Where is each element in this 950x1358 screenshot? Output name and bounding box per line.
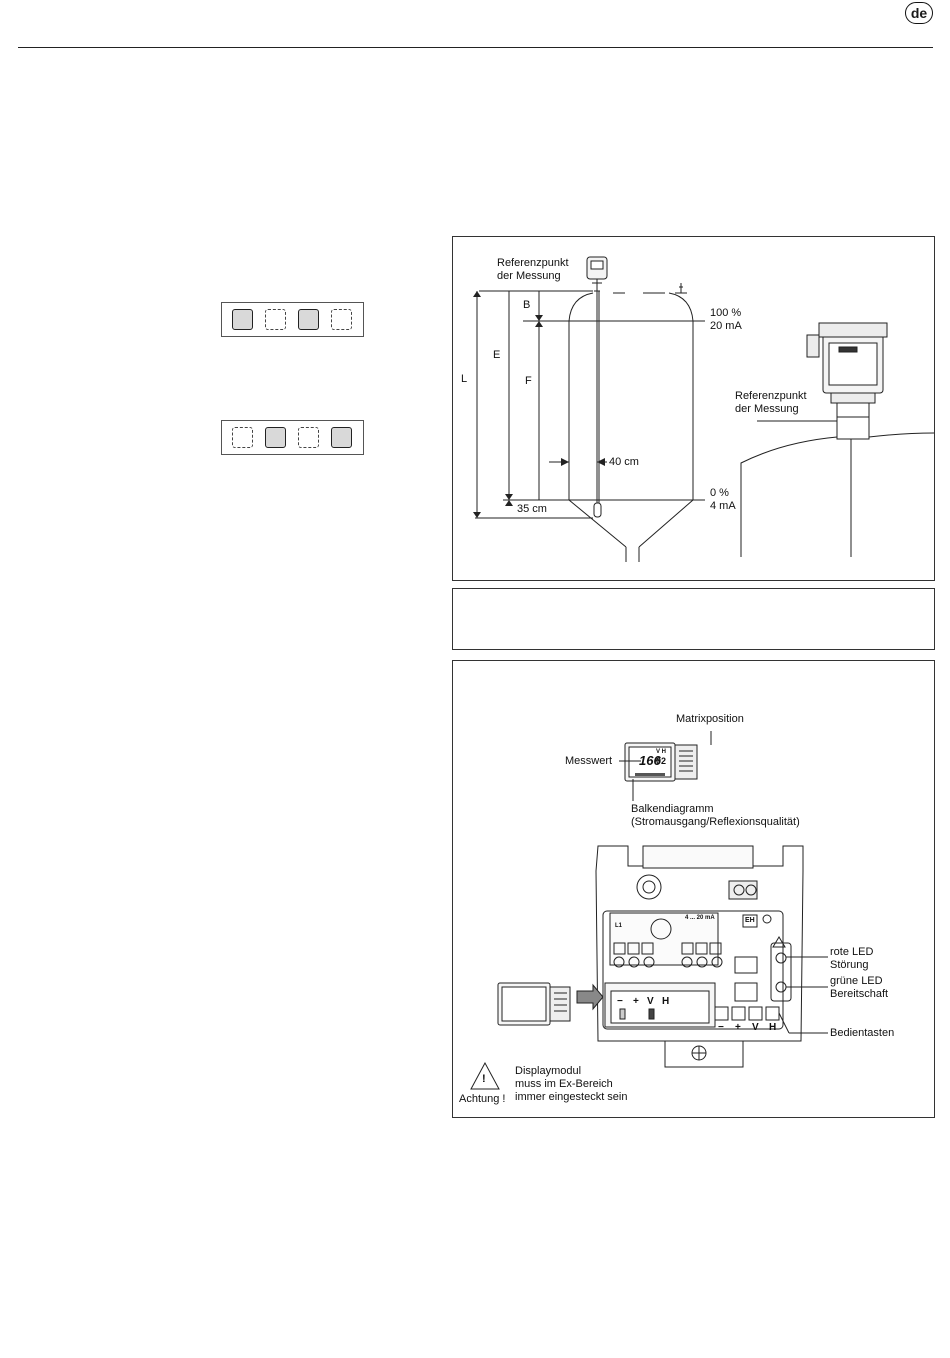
empty-current-label: 4 mA xyxy=(710,500,736,512)
dimension-b-label: B xyxy=(523,299,531,311)
dimension-e-label: E xyxy=(493,349,501,361)
warning-text-3: immer eingesteckt sein xyxy=(515,1091,628,1103)
language-badge: de xyxy=(905,2,933,24)
module-key-plus: + xyxy=(633,996,639,1007)
key-v-label: V xyxy=(752,1022,759,1033)
reference-point-label: Referenzpunkt xyxy=(497,257,569,269)
reference-point-label-2: der Messung xyxy=(497,270,561,282)
red-led-label: rote LED xyxy=(830,946,874,958)
full-percent-label: 100 % xyxy=(710,307,742,319)
bar-graph-label: Balkendiagramm xyxy=(631,803,714,815)
key-dashed xyxy=(298,427,319,448)
empty-percent-label: 0 % xyxy=(710,487,729,499)
key-diagram-2 xyxy=(221,420,364,455)
dimension-l-label: L xyxy=(461,373,468,385)
green-led-meaning: Bereitschaft xyxy=(830,988,889,1000)
electronics-drawing xyxy=(470,731,828,1090)
key-dashed xyxy=(232,427,253,448)
key-solid xyxy=(265,427,286,448)
key-h-label: H xyxy=(769,1022,777,1033)
key-diagram-1 xyxy=(221,302,364,337)
key-dashed xyxy=(265,309,286,330)
matrix-position-label: Matrixposition xyxy=(676,713,744,725)
red-led-meaning: Störung xyxy=(830,959,869,971)
key-dashed xyxy=(331,309,352,330)
measured-value-label: Messwert xyxy=(565,755,613,767)
key-solid xyxy=(232,309,253,330)
distance-35cm-label: 35 cm xyxy=(517,503,547,515)
module-key-minus: − xyxy=(617,996,623,1007)
display-reading: 166 xyxy=(639,753,661,768)
tank-drawing xyxy=(473,256,935,562)
key-solid xyxy=(298,309,319,330)
key-minus-label: − xyxy=(718,1022,724,1033)
dimension-f-label: F xyxy=(525,375,532,387)
key-solid xyxy=(331,427,352,448)
full-current-label: 20 mA xyxy=(710,320,742,332)
warning-icon: ! xyxy=(482,1073,486,1085)
distance-40cm-label: 40 cm xyxy=(609,456,639,468)
green-led-label: grüne LED xyxy=(830,975,883,987)
warning-text-1: Displaymodul xyxy=(515,1065,582,1077)
operating-keys-label: Bedientasten xyxy=(830,1027,895,1039)
terminal-left-label: L1 xyxy=(615,923,623,929)
module-key-v: V xyxy=(647,996,654,1007)
module-key-h: H xyxy=(662,996,670,1007)
sensor-reference-label: Referenzpunkt xyxy=(735,390,807,402)
warning-title: Achtung ! xyxy=(459,1093,506,1105)
tank-diagram-panel: Referenzpunkt der Messung B E F L 100 % … xyxy=(452,236,935,581)
bar-graph-sublabel: (Stromausgang/Reflexionsqualität) xyxy=(631,816,800,828)
display-position: 02 xyxy=(656,756,667,766)
eh-logo-label: EH xyxy=(745,917,755,924)
terminal-top-label: 4 ... 20 mA xyxy=(685,915,715,921)
sensor-reference-label-2: der Messung xyxy=(735,403,799,415)
display-vh-indicator: V H xyxy=(656,749,667,755)
electronics-diagram-panel: EH Matrixposition Messwert 166 V H 02 Ba… xyxy=(452,660,935,1118)
key-plus-label: + xyxy=(735,1022,741,1033)
note-panel xyxy=(452,588,935,650)
header-rule xyxy=(18,47,933,48)
warning-text-2: muss im Ex-Bereich xyxy=(515,1078,613,1090)
